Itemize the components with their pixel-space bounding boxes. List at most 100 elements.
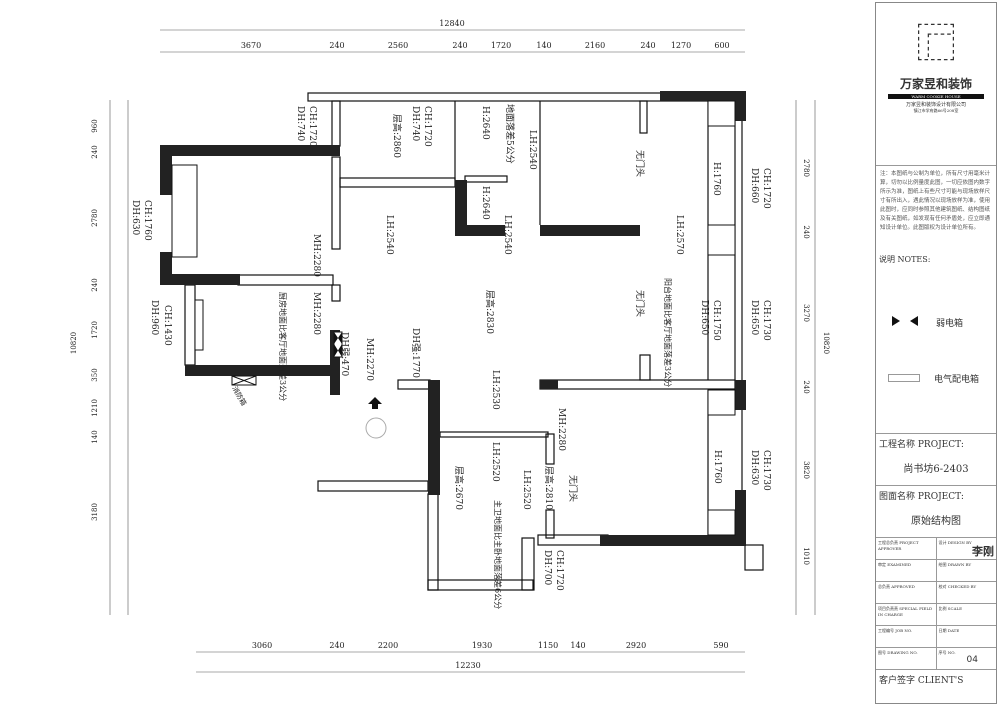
dim: 1720 (91, 321, 99, 339)
label: LH:2540 (502, 215, 512, 255)
dim: 240 (91, 145, 99, 158)
fire-box-icon (231, 375, 257, 386)
label: DH:960 (149, 300, 159, 336)
label: LH:2540 (527, 130, 537, 170)
company-logo-text: 万家昱和装饰 (899, 77, 972, 91)
label: 无门头 (567, 475, 579, 502)
field: 比例 SCALE (938, 606, 963, 611)
entrance-arrow-icon (368, 397, 382, 409)
label: 消防箱 (230, 385, 248, 408)
label: DH:740 (295, 106, 305, 142)
dim: 240 (91, 278, 99, 291)
dim: 1270 (671, 41, 691, 50)
dim: 1720 (491, 41, 511, 50)
floor-plan-drawing: 12840 3670 240 2560 240 1720 140 2160 24… (70, 19, 830, 673)
label: LH:2540 (384, 215, 394, 255)
dim: 3180 (91, 503, 99, 521)
windows (171, 100, 736, 536)
dim: 2160 (585, 41, 605, 50)
label: 阳台地面比客厅地面落差3公分 (663, 278, 673, 387)
label: CH:1720 (761, 168, 771, 209)
right-dimensions: 10820 2780 240 3270 240 3820 1010 (802, 159, 830, 565)
dim: 3060 (252, 641, 272, 650)
label: MH:2280 (556, 408, 566, 451)
dim: 240 (329, 641, 344, 650)
label: 层高:2810 (543, 466, 555, 510)
label: H:1760 (711, 162, 721, 196)
field: 绘图 DRAWN BY (938, 562, 972, 567)
thin-walls (184, 92, 764, 591)
label: LH:2520 (521, 470, 531, 510)
project-name-block: 工程名称 PROJECT: 尚书坊6-2403 (876, 434, 996, 486)
label: LH:2520 (490, 442, 500, 482)
door-god-icon (365, 417, 387, 439)
dim: 3270 (802, 304, 810, 322)
dim: 1930 (472, 641, 492, 650)
label: LH:2530 (490, 370, 500, 410)
label: DH弱:470 (339, 332, 350, 377)
drawing-label: 图面名称 PROJECT: (879, 492, 964, 502)
label: CH:1730 (761, 300, 771, 341)
dim-right-total: 10820 (822, 332, 830, 354)
structural-walls (160, 91, 746, 546)
dim-bottom-total: 12230 (455, 661, 480, 670)
dim: 600 (714, 41, 729, 50)
field-row: 工程编号 JOB NO.日期 DATE (876, 626, 996, 648)
company-en: WARM COOKIE HOUSE (888, 94, 984, 99)
project-label: 工程名称 PROJECT: (879, 440, 964, 450)
dim-left-total: 10820 (70, 332, 78, 354)
label: DH:740 (410, 106, 420, 142)
field: 工程总负责 PROJECT APPROVER (876, 538, 937, 559)
top-dimensions: 12840 3670 240 2560 240 1720 140 2160 24… (241, 19, 730, 50)
company-header: ⿸ 万家昱和装饰 WARM COOKIE HOUSE 万家昱和装饰设计有限公司 … (876, 11, 996, 166)
dim: 240 (802, 380, 810, 393)
field: 总负责 APPROVED (876, 582, 937, 603)
dim: 140 (570, 641, 585, 650)
weak-current-box-icon (333, 331, 343, 358)
label: 厨房地面比客厅地面落差3公分 (278, 292, 288, 401)
legend-elec-label: 电气配电箱 (934, 375, 980, 385)
dim: 240 (802, 225, 810, 238)
label: 层高:2860 (391, 114, 403, 158)
legend: 说明 NOTES: 弱电箱 电气配电箱 (876, 254, 996, 434)
label: MH:2280 (311, 292, 321, 335)
company-name: 万家昱和装饰设计有限公司 (905, 102, 966, 108)
client-signature-label: 客户签字 CLIENT'S (879, 676, 964, 686)
dim: 3670 (241, 41, 261, 50)
label: CH:1720 (307, 106, 317, 147)
label: H:2640 (480, 106, 490, 140)
field: 工程编号 JOB NO. (876, 626, 937, 647)
dimension-lines (109, 29, 816, 673)
dim: 1150 (538, 641, 558, 650)
field: 设计 DESIGN BY (938, 540, 972, 545)
left-dimensions: 10820 960 240 2780 240 1720 350 1210 140… (70, 119, 99, 521)
field-row: 图号 DRAWING NO.序号 NO.04 (876, 648, 996, 670)
project-name: 尚书坊6-2403 (903, 464, 969, 475)
dim: 2560 (388, 41, 408, 50)
weak-current-legend-icon (892, 316, 918, 326)
label: CH:1760 (142, 200, 152, 241)
field: 项目负责责 SPECIAL FIELD IN CHARGE (876, 604, 937, 625)
designer-signature: 李刚 (972, 545, 994, 558)
dim: 240 (640, 41, 655, 50)
label: DH:650 (699, 300, 709, 336)
field: 审定 EXAMINED (876, 560, 937, 581)
label: DH:630 (749, 450, 759, 486)
label: 主卫地面比主卧地面落差6公分 (493, 500, 503, 609)
label: DH:650 (749, 300, 759, 336)
title-block: ⿸ 万家昱和装饰 WARM COOKIE HOUSE 万家昱和装饰设计有限公司 … (875, 2, 997, 704)
dim: 3820 (802, 461, 810, 479)
dim: 140 (536, 41, 551, 50)
label: DH:660 (749, 168, 759, 204)
label: 地面落差5公分 (504, 104, 516, 164)
drawing-name-block: 图面名称 PROJECT: 原始结构图 (876, 486, 996, 538)
field: 图号 DRAWING NO. (876, 648, 937, 669)
label: CH:1750 (711, 300, 721, 341)
field: 校对 CHECKED BY (938, 584, 977, 589)
dim: 350 (91, 368, 99, 381)
dim-top-total: 12840 (439, 19, 464, 28)
